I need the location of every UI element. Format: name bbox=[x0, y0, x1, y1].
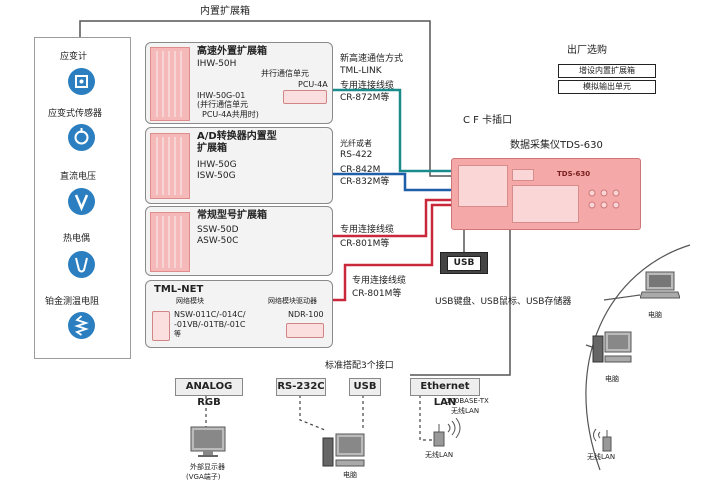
highspeed-expansion-panel: 高速外置扩展箱 IHW-50H 并行通信单元 PCU-4A IHW-50G-01… bbox=[145, 42, 333, 124]
cable4-model: CR-801M等 bbox=[352, 289, 402, 299]
standard-cable-line bbox=[332, 198, 452, 238]
device-screen bbox=[458, 165, 508, 207]
highspeed-model-2c: PCU-4A共用时) bbox=[202, 110, 259, 119]
module-models-2: -01VB/-01TB/-01C bbox=[174, 320, 246, 329]
wifi-label-bottom: 无线LAN bbox=[425, 451, 454, 459]
factory-options-title: 出厂选购 bbox=[567, 45, 607, 56]
factory-option-0: 增设内置扩展箱 bbox=[558, 64, 656, 78]
ad-model-1: IHW-50G bbox=[197, 160, 237, 170]
ad-title-1: A/D转换器内置型 bbox=[197, 131, 277, 142]
module-models-3: 等 bbox=[174, 330, 181, 338]
network-arc bbox=[585, 244, 691, 471]
network-module-image bbox=[152, 311, 170, 341]
strain-gauge-icon bbox=[68, 68, 95, 95]
monitor-label-2: (VGA端子) bbox=[186, 473, 221, 481]
standard-title: 常规型号扩展箱 bbox=[197, 210, 267, 221]
pcu-label: PCU-4A bbox=[298, 80, 328, 89]
cf-card-label: C F 卡插口 bbox=[463, 115, 513, 126]
new-method-label-2: TML-LINK bbox=[340, 66, 382, 76]
device-name: 数据采集仪TDS-630 bbox=[510, 140, 603, 151]
ad-title-2: 扩展箱 bbox=[197, 143, 227, 154]
wifi-icon-right bbox=[588, 425, 618, 453]
sensor-label-0: 应变计 bbox=[60, 52, 88, 62]
optical-label-2: RS-422 bbox=[340, 150, 373, 160]
tmlnet-cable-line bbox=[332, 203, 452, 302]
wireless-lan-label: 无线LAN bbox=[451, 407, 480, 415]
rs232c-box: RS-232C bbox=[276, 378, 326, 396]
cable4-label: 专用连接线缆 bbox=[352, 276, 407, 286]
usb-hub-icon: USB bbox=[440, 252, 488, 274]
base-tx-label: 100BASE-TX bbox=[446, 397, 489, 405]
sensor-label-3: 热电偶 bbox=[63, 234, 91, 244]
platinum-rtd-icon bbox=[68, 312, 95, 339]
usb-box-label: USB bbox=[447, 256, 481, 271]
sensor-column: 应变计 应变式传感器 直流电压 热电偶 铂金测温电阻 bbox=[34, 37, 131, 359]
laptop-icon bbox=[639, 270, 681, 300]
tmlnet-title: TML-NET bbox=[154, 284, 204, 295]
parallel-unit-label: 并行通信单元 bbox=[261, 69, 309, 78]
standard-rack-image bbox=[150, 212, 190, 272]
cr842-label: CR-842M bbox=[340, 165, 381, 175]
ethernet-box: Ethernet LAN bbox=[410, 378, 480, 408]
strain-transducer-icon bbox=[68, 124, 95, 151]
interface-line bbox=[410, 229, 511, 376]
usb-caption: USB键盘、USB鼠标、USB存储器 bbox=[435, 297, 572, 307]
cable1-model: CR-872M等 bbox=[340, 93, 390, 103]
device-keypad bbox=[512, 185, 579, 223]
standard-expansion-panel: 常规型号扩展箱 SSW-50D ASW-50C bbox=[145, 206, 333, 276]
sensor-label-2: 直流电压 bbox=[60, 172, 97, 182]
standard-model-2: ASW-50C bbox=[197, 236, 239, 246]
optical-label-1: 光纤或者 bbox=[340, 139, 372, 148]
driver-model: NDR-100 bbox=[288, 310, 324, 319]
cable3-label: 专用连接线缆 bbox=[340, 225, 395, 235]
standard-model-1: SSW-50D bbox=[197, 225, 239, 235]
network-driver-image bbox=[286, 323, 324, 338]
thermocouple-icon bbox=[68, 251, 95, 278]
pc-label-bottom: 电脑 bbox=[343, 471, 357, 479]
tds630-device: TDS-630 bbox=[451, 158, 641, 230]
internal-expansion-label: 内置扩展箱 bbox=[200, 6, 250, 17]
usb-port-box: USB bbox=[349, 378, 381, 396]
internal-expansion-line bbox=[79, 20, 452, 177]
tml-link-line bbox=[332, 88, 452, 173]
cf-slot bbox=[512, 169, 534, 181]
pcu-image bbox=[283, 90, 327, 104]
device-badge: TDS-630 bbox=[557, 170, 591, 178]
optical-line bbox=[332, 172, 452, 192]
highspeed-model-1: IHW-50H bbox=[197, 59, 237, 69]
highspeed-model-2a: IHW-50G-01 bbox=[197, 91, 246, 100]
desktop-pc-icon bbox=[592, 330, 632, 364]
monitor-label-1: 外部显示器 bbox=[190, 463, 225, 471]
highspeed-rack-image bbox=[150, 47, 190, 121]
interfaces-title: 标准搭配3个接口 bbox=[325, 361, 394, 371]
ad-expansion-panel: A/D转换器内置型 扩展箱 IHW-50G ISW-50G bbox=[145, 127, 333, 204]
device-buttons bbox=[584, 185, 632, 221]
monitor-icon bbox=[190, 426, 226, 457]
pc-icon-bottom bbox=[322, 432, 366, 468]
highspeed-title: 高速外置扩展箱 bbox=[197, 46, 267, 57]
sensor-label-1: 应变式传感器 bbox=[48, 109, 103, 119]
network-wifi-label: 无线LAN bbox=[587, 453, 616, 461]
network-pc-label-2: 电脑 bbox=[605, 375, 619, 383]
ad-model-2: ISW-50G bbox=[197, 171, 236, 181]
network-pc-label-1: 电脑 bbox=[648, 311, 662, 319]
new-method-label-1: 新高速通信方式 bbox=[340, 54, 404, 64]
cable3-model: CR-801M等 bbox=[340, 239, 390, 249]
analog-rgb-box: ANALOG RGB bbox=[175, 378, 243, 408]
network-module-label: 网络模块 bbox=[176, 297, 204, 305]
module-models-1: NSW-011C/-014C/ bbox=[174, 310, 246, 319]
ad-rack-image bbox=[150, 133, 190, 199]
rs232-dash bbox=[299, 395, 326, 431]
dc-voltage-icon bbox=[68, 188, 95, 215]
tmlnet-panel: TML-NET 网络模块 网络模块驱动器 NSW-011C/-014C/ -01… bbox=[145, 280, 333, 348]
cr832-label: CR-832M等 bbox=[340, 177, 390, 187]
factory-option-1: 模拟输出单元 bbox=[558, 80, 656, 94]
network-driver-label: 网络模块驱动器 bbox=[268, 297, 317, 305]
sensor-label-4: 铂金测温电阻 bbox=[45, 297, 100, 307]
highspeed-model-2b: (并行通信单元 bbox=[197, 100, 249, 109]
cable1-label: 专用连接线缆 bbox=[340, 81, 395, 91]
ethernet-dash bbox=[419, 395, 432, 441]
wifi-icon-bottom bbox=[430, 417, 464, 448]
